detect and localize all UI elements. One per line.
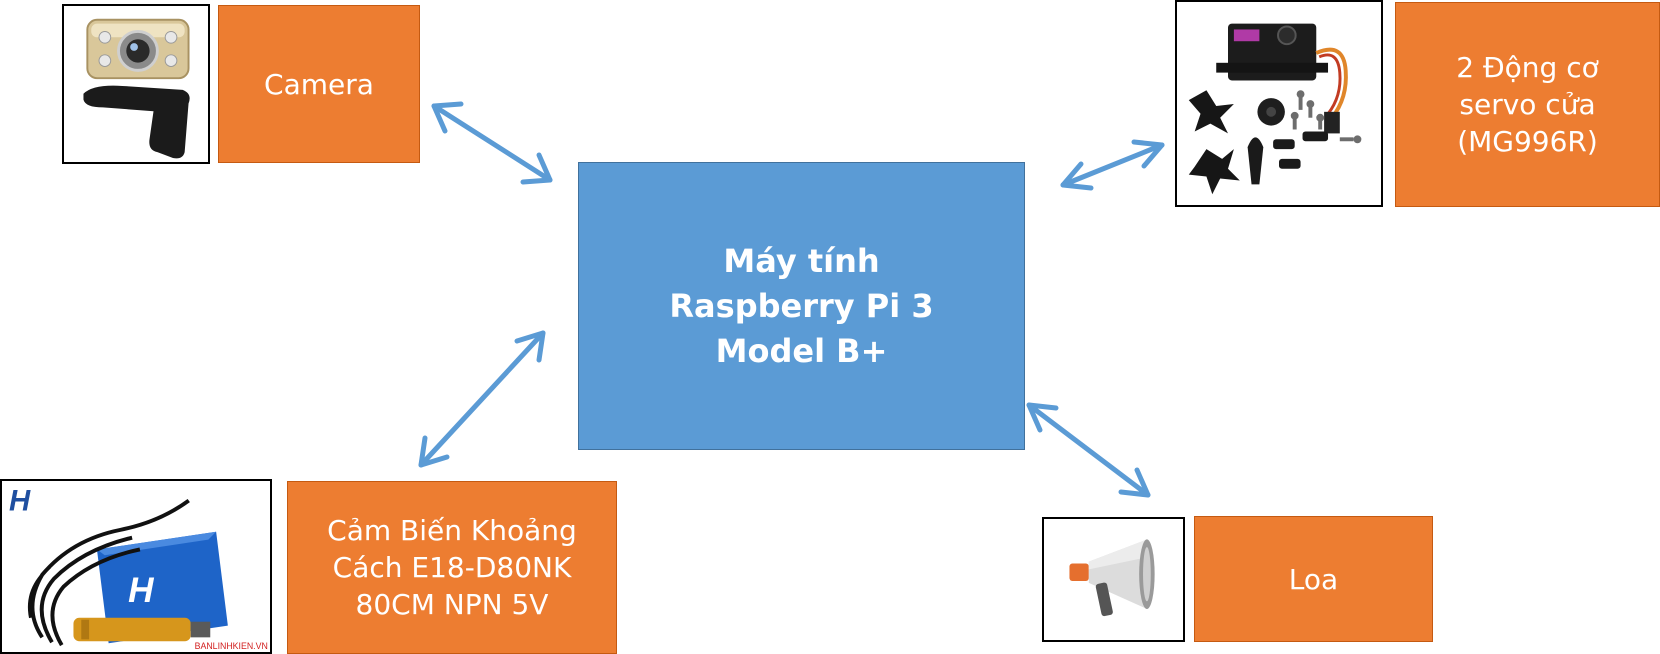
servo-label: 2 Động cơ servo cửa (MG996R)	[1456, 49, 1599, 160]
camera-label: Camera	[264, 67, 374, 101]
speaker-node: Loa	[1194, 516, 1433, 642]
servo-motor-icon	[1188, 23, 1362, 195]
servo-label-line-2: servo cửa	[1459, 88, 1596, 121]
arrow-camera-pi	[431, 103, 553, 183]
servo-label-line-1: 2 Động cơ	[1456, 51, 1599, 84]
camera-photo	[62, 4, 210, 164]
arrow-camera-pi-head-a	[431, 101, 464, 134]
sensor-node: Cảm Biến Khoảng Cách E18-D80NK 80CM NPN …	[287, 481, 617, 654]
sensor-photo-watermark: BANLINHKIEN.VN	[195, 641, 268, 651]
speaker-label: Loa	[1288, 562, 1339, 596]
distance-sensor-icon: H H BANLINHKIEN.VN	[7, 484, 268, 651]
sensor-label-line-3: 80CM NPN 5V	[355, 588, 549, 621]
arrow-sensor-pi	[418, 330, 546, 468]
servo-photo	[1175, 0, 1383, 207]
servo-label-line-3: (MG996R)	[1457, 125, 1598, 158]
sensor-label-line-2: Cách E18-D80NK	[332, 551, 572, 584]
sensor-label: Cảm Biến Khoảng Cách E18-D80NK 80CM NPN …	[327, 512, 577, 623]
camera-node: Camera	[218, 5, 420, 163]
arrow-pi-speaker	[1026, 402, 1151, 498]
svg-text:H: H	[128, 571, 154, 610]
central-label-line-2: Raspberry Pi 3	[669, 286, 934, 325]
arrow-pi-speaker-head-a	[1026, 402, 1059, 433]
sensor-photo: H H BANLINHKIEN.VN	[0, 479, 272, 654]
svg-text:H: H	[9, 484, 31, 517]
webcam-icon	[83, 18, 190, 159]
servo-node: 2 Động cơ servo cửa (MG996R)	[1395, 2, 1660, 207]
arrow-sensor-pi-head-a	[418, 435, 450, 468]
sensor-label-line-1: Cảm Biến Khoảng	[327, 514, 577, 547]
central-label-line-3: Model B+	[715, 331, 888, 370]
arrow-pi-speaker-head-b	[1118, 467, 1151, 498]
arrow-camera-pi-head-b	[520, 152, 553, 185]
central-node-label: Máy tính Raspberry Pi 3 Model B+	[669, 239, 933, 374]
speaker-photo	[1042, 517, 1185, 642]
central-label-line-1: Máy tính	[723, 241, 880, 280]
arrow-sensor-pi-head-b	[514, 330, 546, 363]
central-node-raspberry-pi: Máy tính Raspberry Pi 3 Model B+	[578, 162, 1025, 450]
arrow-pi-servo-head-b	[1131, 139, 1165, 169]
arrow-pi-servo	[1060, 142, 1165, 188]
arrow-pi-servo-head-a	[1060, 161, 1094, 191]
megaphone-icon	[1069, 539, 1155, 617]
